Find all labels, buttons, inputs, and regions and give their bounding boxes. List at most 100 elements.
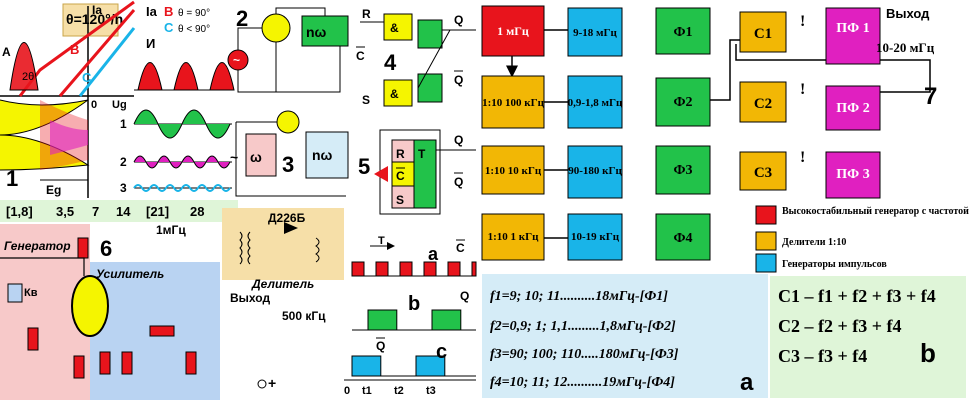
resistor-6 [149, 325, 175, 337]
tube-2 [261, 13, 291, 43]
transformer-6 [239, 231, 251, 265]
coil-label-3b: nω [312, 147, 333, 163]
generator-3 [567, 145, 623, 199]
label-diode: Д226Б [268, 211, 306, 225]
label-b: B [70, 42, 79, 57]
harmonic-4: 14 [116, 204, 131, 219]
figure-number-7: 7 [924, 83, 937, 110]
harmonic-3: 7 [92, 204, 99, 219]
synth-wiring [506, 29, 931, 239]
timing-a-pulse-1 [375, 261, 389, 277]
tick-t3: t3 [426, 385, 436, 397]
wire-2a [237, 27, 262, 50]
terminal-plus [257, 379, 267, 389]
coil-6 [315, 237, 320, 263]
and-gate-1 [383, 13, 413, 41]
and-gate-2-label: & [390, 87, 399, 101]
label-plus: + [268, 375, 276, 391]
timing-diagram: T a C b Q c Q 0 t1 t2 t3 [344, 235, 477, 397]
timing-label-cbar: C [456, 241, 465, 255]
harmonic-2: 3,5 [56, 204, 74, 219]
figure-7-synthesizer: 1 мГц 9-18 мГц Ф1 С1 ! ПФ 1 Выход 10-20 … [481, 5, 970, 273]
figure-2-tube-circuit: 2 ~ nω [227, 6, 349, 93]
mixer-c3 [739, 151, 787, 191]
figure-6-frequency-divider: [1,8] 3,5 7 14 [21] 28 Генератор Усилите… [0, 200, 344, 400]
harmonics-bar [0, 200, 238, 222]
wire-3b [235, 122, 346, 197]
label-a: A [2, 45, 11, 59]
output-label: Выход [886, 6, 930, 21]
label-output: Выход [230, 291, 270, 305]
mixer-c1-label: С1 [754, 26, 772, 42]
wave-row-2 [133, 155, 231, 169]
label-eg: Eg [46, 183, 61, 197]
cross-coupling-4 [417, 29, 451, 89]
tube-6 [71, 275, 109, 337]
current-pulse-outline [9, 42, 39, 91]
legend-swatch-orange [755, 231, 777, 251]
label-freq-out: 500 кГц [282, 309, 326, 323]
timing-a-pulse-3 [423, 261, 437, 277]
legend-c: C [164, 20, 174, 35]
legend-text-cyan: Генераторы импульсов [782, 259, 887, 270]
output-range: 10-20 мГц [876, 40, 935, 55]
grid-signal-upper [0, 99, 90, 171]
legend-swatch-red [755, 205, 777, 225]
cross-wires [710, 39, 740, 101]
trigger-5-q: Q [454, 133, 463, 147]
label-freq-in: 1мГц [156, 223, 186, 237]
bandpass-2-label: ПФ 2 [836, 101, 869, 116]
timing-a-pulse-5 [471, 261, 477, 277]
legend-b-text: θ = 90° [178, 8, 210, 19]
tick-t2: t2 [394, 385, 404, 397]
formula-f3: f3=90; 100; 110.....180мГц-[Ф3] [490, 347, 679, 362]
resistor-1 [77, 237, 89, 259]
label-ia-axis: Ia [92, 3, 102, 17]
crystal-6 [7, 283, 23, 303]
label-amplifier: Усилитель [96, 267, 164, 281]
generator-2-label: 0,9-1,8 мГц [568, 97, 623, 109]
timing-label-q: Q [460, 289, 469, 303]
filter-f4-label: Ф4 [673, 231, 692, 246]
filter-f3-label: Ф3 [673, 163, 692, 178]
diode-6 [284, 222, 298, 234]
mixer-c2-label: С2 [754, 96, 772, 112]
formula-f2: f2=0,9; 1; 1,1.........1,8мГц-[Ф2] [490, 319, 676, 334]
legend-text-orange: Делители 1:10 [782, 237, 846, 248]
formula-c3: С3 – f3 + f4 [778, 346, 867, 366]
source-symbol-2: ~ [233, 53, 240, 67]
and-gate-1-label: & [390, 21, 399, 35]
generator-2 [567, 75, 623, 129]
row-label-2: 2 [120, 155, 127, 169]
label-crystal: Кв [24, 287, 38, 299]
output-qbar: Q [454, 73, 463, 87]
timing-c-pulse-0 [351, 355, 382, 377]
timing-a-pulse-4 [447, 261, 461, 277]
label-ug: Ug [112, 99, 127, 111]
grid-signal-magenta [50, 120, 88, 155]
legend-c-text: θ < 90° [178, 24, 210, 35]
tick-0: 0 [344, 385, 350, 397]
diode-3 [276, 110, 300, 134]
bandpass-3 [825, 151, 881, 199]
bandpass-1-label: ПФ 1 [836, 21, 869, 36]
divider-1-label: 1:10 100 кГц [482, 97, 544, 109]
figure-5-t-trigger: R T C S Q Q 5 [358, 129, 476, 215]
resistor-2 [27, 327, 39, 351]
filter-f3 [655, 145, 711, 195]
figure-number-1: 1 [6, 166, 18, 191]
figure-3-diode-circuit: ω nω ~ 3 [230, 110, 349, 197]
tick-t1: t1 [362, 385, 372, 397]
wave-row-3 [133, 184, 231, 192]
source-1mhz-label: 1 мГц [497, 24, 529, 38]
label-i: И [146, 36, 155, 51]
legend-b: B [164, 4, 173, 19]
tank-label-2: nω [306, 24, 327, 40]
timing-label-a: a [428, 244, 439, 264]
harmonic-1: [1,8] [6, 204, 33, 219]
mixer-c3-label: С3 [754, 165, 772, 181]
wave-row-1 [133, 109, 231, 139]
generator-4 [567, 213, 623, 261]
resistor-4 [99, 351, 111, 375]
